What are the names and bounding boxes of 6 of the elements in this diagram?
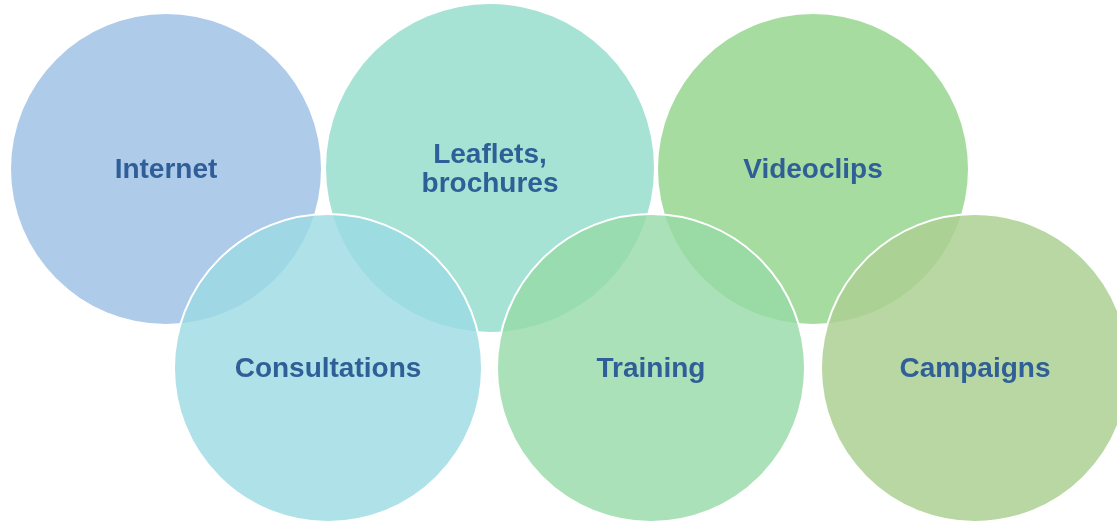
circle-label: Videoclips	[743, 154, 883, 184]
circle-label: Campaigns	[899, 353, 1051, 383]
circle-label: Internet	[114, 154, 218, 184]
circle-label: Leaflets, brochures	[420, 138, 560, 198]
circle-label: Training	[596, 353, 706, 383]
circle-label: Consultations	[234, 353, 422, 383]
